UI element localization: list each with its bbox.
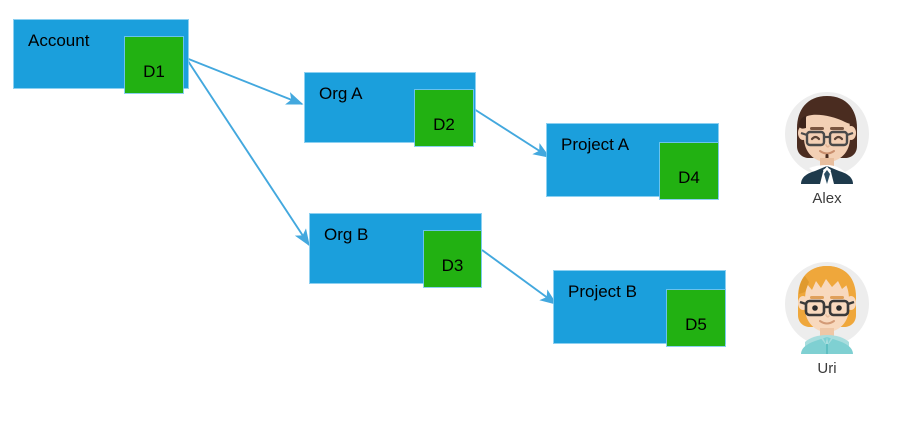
node-account[interactable]: Account D1 — [14, 20, 188, 97]
node-org-b[interactable]: Org B D3 — [310, 214, 481, 287]
connector-account-to-org-b — [185, 57, 310, 247]
avatar-uri-icon — [785, 262, 869, 354]
node-project-b-badge-d5[interactable]: D5 — [667, 290, 725, 346]
node-org-a-badge-label: D2 — [433, 115, 455, 134]
connector-account-to-org-a — [185, 57, 304, 105]
node-project-a[interactable]: Project A D4 — [547, 124, 718, 199]
node-org-b-badge-d3[interactable]: D3 — [424, 231, 481, 287]
node-org-b-badge-label: D3 — [441, 256, 464, 275]
person-alex[interactable]: Alex — [767, 88, 887, 208]
person-uri[interactable]: Uri — [767, 258, 887, 378]
person-alex-name: Alex — [812, 190, 842, 207]
node-project-b-badge-label: D5 — [685, 315, 707, 334]
connector-org-a-to-project-a — [473, 108, 551, 158]
node-account-label: Account — [28, 31, 90, 50]
node-project-b[interactable]: Project B D5 — [554, 271, 725, 346]
node-org-a-label: Org A — [319, 84, 363, 103]
node-org-a[interactable]: Org A D2 — [305, 73, 475, 146]
connector-org-b-to-project-b — [481, 249, 558, 305]
node-org-b-label: Org B — [324, 225, 369, 244]
node-org-a-badge-d2[interactable]: D2 — [415, 90, 473, 146]
node-project-a-badge-label: D4 — [678, 168, 700, 187]
node-account-badge-d1[interactable]: D1 — [125, 37, 183, 93]
avatar-alex-icon — [785, 92, 869, 184]
person-uri-name: Uri — [817, 360, 837, 377]
node-project-b-label: Project B — [568, 282, 637, 301]
node-account-badge-label: D1 — [143, 62, 165, 81]
node-project-a-label: Project A — [561, 135, 630, 154]
node-project-a-badge-d4[interactable]: D4 — [660, 143, 718, 199]
